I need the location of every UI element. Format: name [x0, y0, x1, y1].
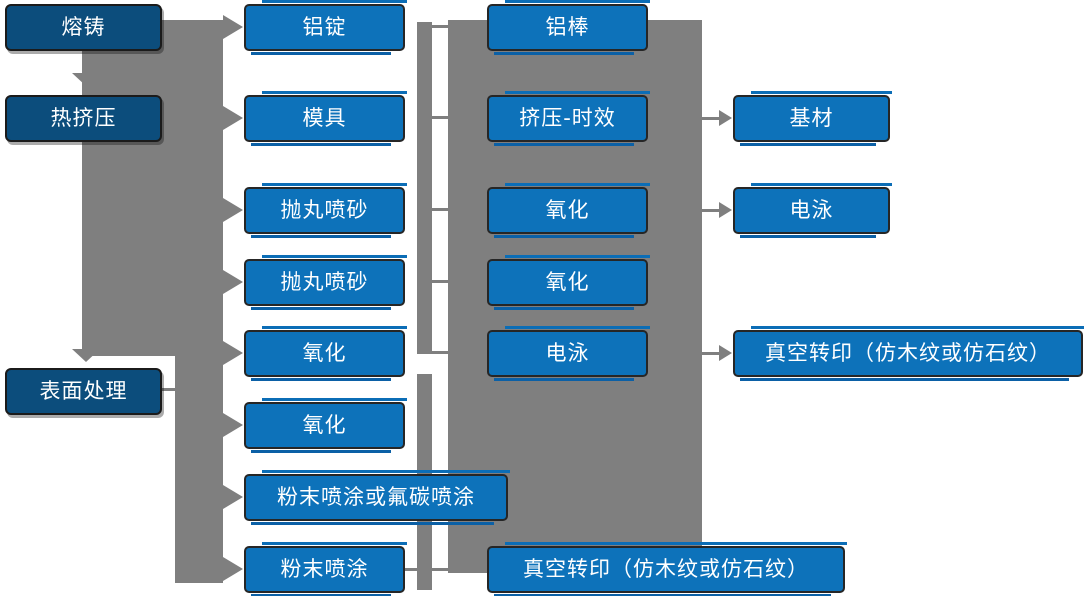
link-electrophoresis-2 [702, 209, 721, 212]
arrow-right-icon [223, 198, 243, 222]
node-label: 挤压-时效 [519, 105, 616, 130]
node-oxidation-4: 氧化 [487, 255, 650, 310]
arrow-right-icon [223, 485, 243, 509]
node-label: 氧化 [302, 412, 347, 437]
node-oxidation-2: 氧化 [244, 398, 407, 453]
node-base-material: 基材 [733, 91, 892, 146]
node-electrophoresis-2: 电泳 [733, 183, 892, 238]
arrow-right-icon [719, 202, 732, 218]
link-oxidation-4 [432, 280, 448, 283]
arrow-right-icon [223, 413, 243, 437]
node-label: 熔铸 [61, 14, 106, 39]
node-label: 抛丸喷砂 [280, 269, 369, 294]
link-surface-treatment [162, 388, 175, 391]
link-vacuum-right [702, 352, 721, 355]
node-powder-or-fluorocarbon: 粉末喷涂或氟碳喷涂 [244, 470, 510, 525]
node-vacuum-transfer-right: 真空转印（仿木纹或仿石纹） [733, 326, 1084, 381]
connector-left-upper-band [82, 20, 223, 356]
node-label: 氧化 [302, 340, 347, 365]
link-oxidation-3 [432, 208, 448, 211]
node-extrusion-aging: 挤压-时效 [487, 91, 650, 146]
node-label: 铝锭 [302, 14, 347, 39]
node-label: 电泳 [789, 197, 834, 222]
arrow-down-icon [72, 73, 100, 86]
node-shot-blast-1: 抛丸喷砂 [244, 183, 407, 238]
node-label: 基材 [789, 105, 834, 130]
arrow-right-icon [223, 341, 243, 365]
node-label: 氧化 [545, 269, 590, 294]
node-oxidation-3: 氧化 [487, 183, 650, 238]
arrow-right-icon [719, 345, 732, 361]
arrow-right-icon [223, 557, 243, 581]
arrow-right-icon [223, 106, 243, 130]
node-label: 表面处理 [39, 378, 128, 403]
node-vacuum-transfer-bottom: 真空转印（仿木纹或仿石纹） [487, 542, 847, 596]
node-label: 抛丸喷砂 [280, 197, 369, 222]
node-label: 氧化 [545, 197, 590, 222]
node-label: 铝棒 [545, 14, 590, 39]
node-oxidation-1: 氧化 [244, 326, 407, 381]
connector-mid-band-upper [417, 22, 432, 354]
node-label: 真空转印（仿木纹或仿石纹） [523, 556, 809, 581]
link-powder-to-vacuum [405, 568, 448, 571]
node-label: 模具 [302, 105, 347, 130]
node-hot-extrusion: 热挤压 [5, 95, 162, 142]
node-surface-treatment: 表面处理 [5, 368, 162, 415]
node-label: 热挤压 [50, 105, 117, 130]
arrow-right-icon [223, 270, 243, 294]
node-shot-blast-2: 抛丸喷砂 [244, 255, 407, 310]
link-aluminum-rod [432, 25, 448, 28]
node-powder-coating: 粉末喷涂 [244, 542, 407, 596]
connector-left-lower-band [175, 356, 223, 583]
node-label: 电泳 [545, 340, 590, 365]
node-aluminum-rod: 铝棒 [487, 0, 650, 55]
link-base-material [702, 117, 721, 120]
link-electrophoresis-1 [432, 351, 448, 354]
node-aluminum-ingot: 铝锭 [244, 0, 407, 55]
link-extrusion-aging [432, 116, 448, 119]
arrow-right-icon [223, 15, 243, 39]
node-melt-cast: 熔铸 [5, 4, 162, 51]
node-mold: 模具 [244, 91, 407, 146]
node-electrophoresis-1: 电泳 [487, 326, 650, 381]
arrow-down-icon [72, 349, 100, 362]
node-label: 真空转印（仿木纹或仿石纹） [765, 340, 1051, 365]
arrow-right-icon [719, 110, 732, 126]
node-label: 粉末喷涂 [280, 556, 369, 581]
node-label: 粉末喷涂或氟碳喷涂 [277, 484, 475, 509]
